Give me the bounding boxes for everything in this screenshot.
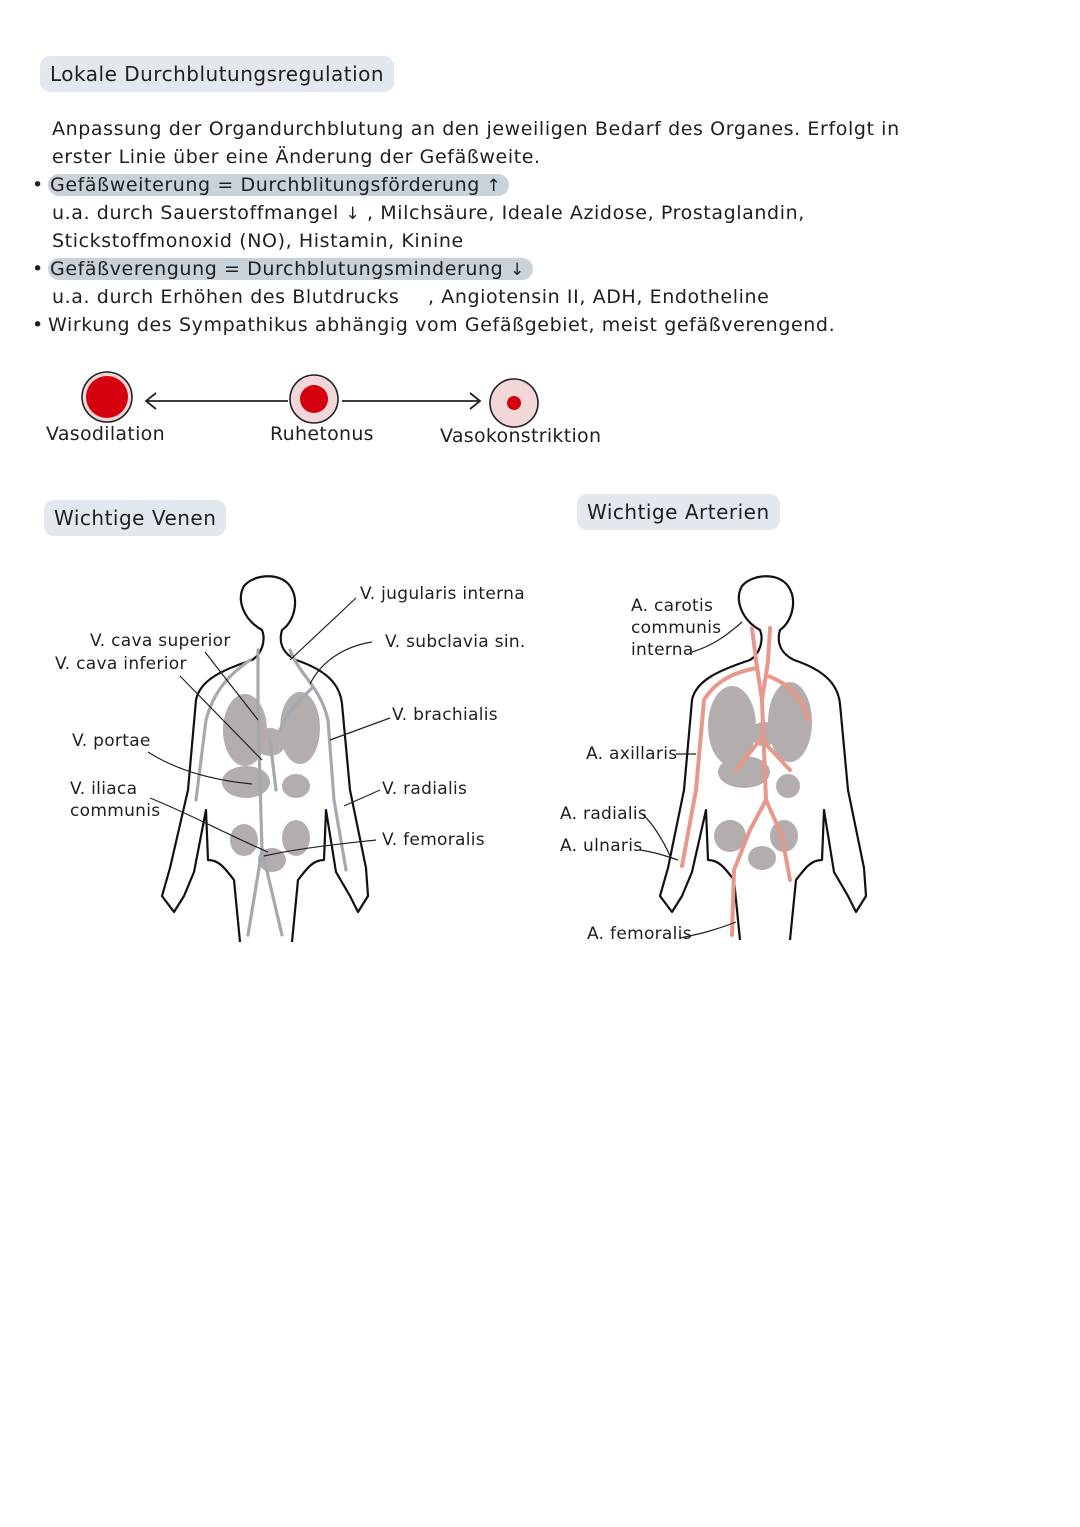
- artery-body-figure: [639, 575, 868, 941]
- label-a-carotis: A. carotis: [631, 596, 714, 616]
- label-a-ulnaris: A. ulnaris: [560, 836, 643, 856]
- intro-line-2: erster Linie über eine Änderung der Gefä…: [52, 146, 541, 168]
- bullet-2-heading-highlight: Gefäßverengung = Durchblutungsminderung …: [48, 258, 533, 280]
- label-a-axillaris: A. axillaris: [586, 744, 678, 764]
- bullet-1-heading-highlight: Gefäßweiterung = Durchblitungsförderung …: [48, 174, 510, 196]
- bullet-1-detail-1: u.a. durch Sauerstoffmangel ↓ , Milchsäu…: [52, 202, 805, 224]
- label-a-radialis: A. radialis: [560, 804, 648, 824]
- artery-vessels: [680, 626, 810, 937]
- section-title-veins: Wichtige Venen: [44, 500, 227, 536]
- vein-leader-lines: [147, 597, 391, 857]
- bullet-1-detail-1b: , Milchsäure, Ideale Azidose, Prostaglan…: [367, 202, 805, 224]
- vein-body-figure: [147, 575, 391, 943]
- bullet-dot-1: •: [32, 174, 44, 196]
- label-v-iliaca-communis: communis: [70, 801, 161, 821]
- label-v-subclavia-sin: V. subclavia sin.: [385, 632, 526, 652]
- bullet-2-detail-1a: u.a. durch Erhöhen des Blutdrucks: [52, 286, 400, 308]
- arrow-down-icon: ↓: [345, 204, 361, 224]
- label-a-carotis-interna: interna: [631, 640, 694, 660]
- arrow-down-icon: ↓: [509, 260, 525, 280]
- artery-organs: [708, 682, 812, 870]
- bullet-1-detail-1a: u.a. durch Sauerstoffmangel: [52, 202, 339, 224]
- bullet-dot-3: •: [32, 314, 44, 336]
- bullet-dot-2: •: [32, 258, 44, 280]
- label-ruhetonus: Ruhetonus: [270, 423, 374, 445]
- bullet-2-heading-text: Gefäßverengung = Durchblutungsminderung: [50, 258, 504, 280]
- bullet-1-heading-text: Gefäßweiterung = Durchblitungsförderung: [50, 174, 480, 196]
- bullet-1-detail-2: Stickstoffmonoxid (NO), Histamin, Kinine: [52, 230, 464, 252]
- bullet-2-detail-1: u.a. durch Erhöhen des Blutdrucks , Angi…: [52, 286, 769, 308]
- arrow-left-icon: [144, 392, 288, 410]
- bullet-2-heading: Gefäßverengung = Durchblutungsminderung …: [48, 258, 533, 280]
- bullet-1-heading: Gefäßweiterung = Durchblitungsförderung …: [48, 174, 510, 196]
- vessel-constricted-icon: [489, 378, 539, 428]
- vessel-state-diagram: [81, 371, 539, 428]
- label-v-cava-inferior: V. cava inferior: [55, 654, 187, 674]
- artery-leader-lines: [639, 621, 743, 939]
- label-vasokonstriktion: Vasokonstriktion: [440, 425, 602, 447]
- vessel-dilated-icon: [81, 371, 133, 423]
- arrow-up-icon: ↑: [486, 176, 502, 196]
- label-v-portae: V. portae: [72, 731, 151, 751]
- label-vasodilation: Vasodilation: [46, 423, 165, 445]
- label-a-femoralis: A. femoralis: [587, 924, 692, 944]
- intro-line-1: Anpassung der Organdurchblutung an den j…: [52, 118, 900, 140]
- label-v-jugularis-interna: V. jugularis interna: [360, 584, 525, 604]
- arrow-right-icon: [342, 392, 482, 410]
- vein-vessels: [194, 648, 348, 937]
- label-a-carotis-communis: communis: [631, 618, 722, 638]
- section-title-local-regulation: Lokale Durchblutungsregulation: [40, 56, 395, 92]
- label-v-cava-superior: V. cava superior: [90, 631, 231, 651]
- vessel-resting-icon: [289, 374, 339, 424]
- bullet-2-detail-1b: , Angiotensin II, ADH, Endotheline: [428, 286, 770, 308]
- label-v-brachialis: V. brachialis: [392, 705, 498, 725]
- anatomy-figures: [147, 575, 868, 943]
- bullet-3-text: Wirkung des Sympathikus abhängig vom Gef…: [48, 314, 836, 336]
- label-v-iliaca: V. iliaca: [70, 779, 138, 799]
- label-v-radialis: V. radialis: [382, 779, 468, 799]
- section-title-arteries: Wichtige Arterien: [577, 494, 780, 530]
- label-v-femoralis: V. femoralis: [382, 830, 485, 850]
